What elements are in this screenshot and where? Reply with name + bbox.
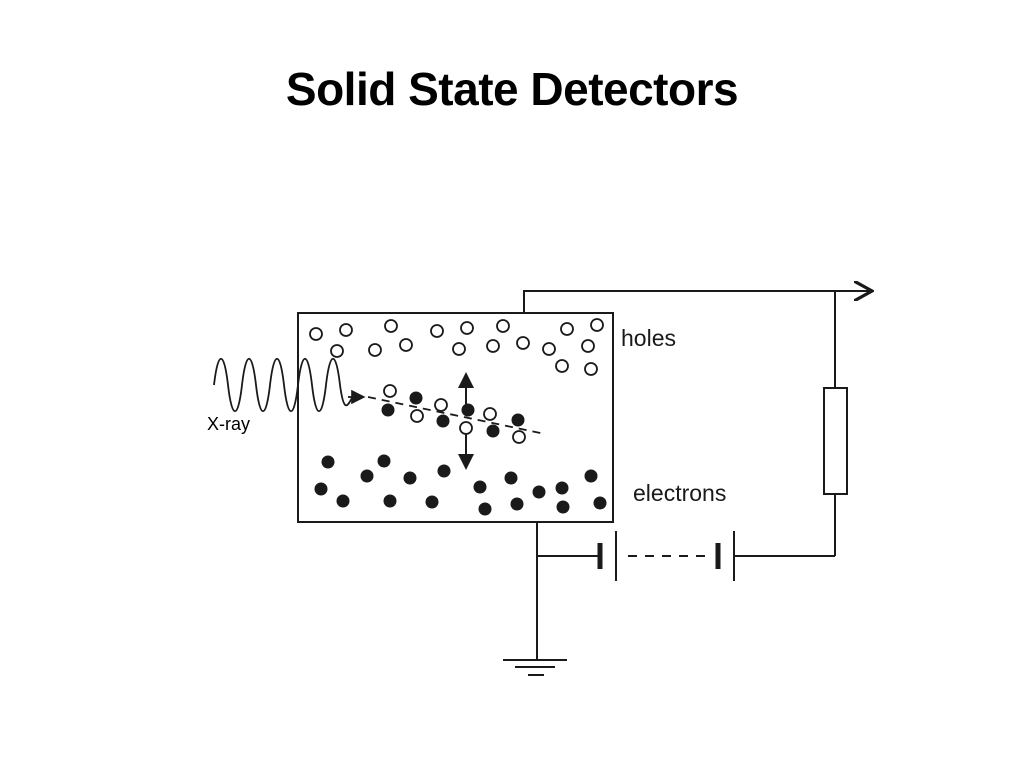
hole: [452, 342, 466, 356]
hole: [581, 339, 595, 353]
hole: [459, 421, 473, 435]
detector-crystal: [297, 312, 614, 523]
holes-label: holes: [621, 325, 676, 351]
xray-label: X-ray: [207, 414, 250, 434]
hole: [368, 343, 382, 357]
hole: [430, 324, 444, 338]
electron: [584, 469, 598, 483]
battery: [597, 531, 735, 581]
electron: [486, 424, 500, 438]
electron: [532, 485, 546, 499]
xray-wave: [213, 358, 353, 412]
hole: [309, 327, 323, 341]
hole: [339, 323, 353, 337]
electron: [461, 403, 475, 417]
hole: [555, 359, 569, 373]
electron: [409, 391, 423, 405]
electron: [425, 495, 439, 509]
hole: [560, 322, 574, 336]
electron: [321, 455, 335, 469]
electron: [511, 413, 525, 427]
slide-title: Solid State Detectors: [285, 63, 739, 115]
hole: [590, 318, 604, 332]
hole: [486, 339, 500, 353]
hole: [516, 336, 530, 350]
electrons-group: [314, 391, 607, 516]
electron: [436, 414, 450, 428]
hole: [512, 430, 526, 444]
electrons-label: electrons: [633, 480, 726, 506]
hole: [542, 342, 556, 356]
hole: [410, 409, 424, 423]
electron: [437, 464, 451, 478]
hole: [384, 319, 398, 333]
hole: [383, 384, 397, 398]
xray-track: [367, 396, 546, 435]
electron: [556, 500, 570, 514]
electron: [473, 480, 487, 494]
electron: [504, 471, 518, 485]
electron: [383, 494, 397, 508]
hole: [584, 362, 598, 376]
electron: [403, 471, 417, 485]
electron: [510, 497, 524, 511]
electron: [555, 481, 569, 495]
output-wire: [523, 291, 870, 313]
electron: [314, 482, 328, 496]
hole: [434, 398, 448, 412]
hole: [330, 344, 344, 358]
ground-symbol: [503, 659, 567, 676]
electron: [381, 403, 395, 417]
holes-group: [309, 318, 604, 444]
electron: [478, 502, 492, 516]
resistor: [823, 387, 848, 495]
electron: [593, 496, 607, 510]
electron: [360, 469, 374, 483]
electron: [377, 454, 391, 468]
hole: [460, 321, 474, 335]
hole: [496, 319, 510, 333]
hole: [399, 338, 413, 352]
hole: [483, 407, 497, 421]
electron: [336, 494, 350, 508]
